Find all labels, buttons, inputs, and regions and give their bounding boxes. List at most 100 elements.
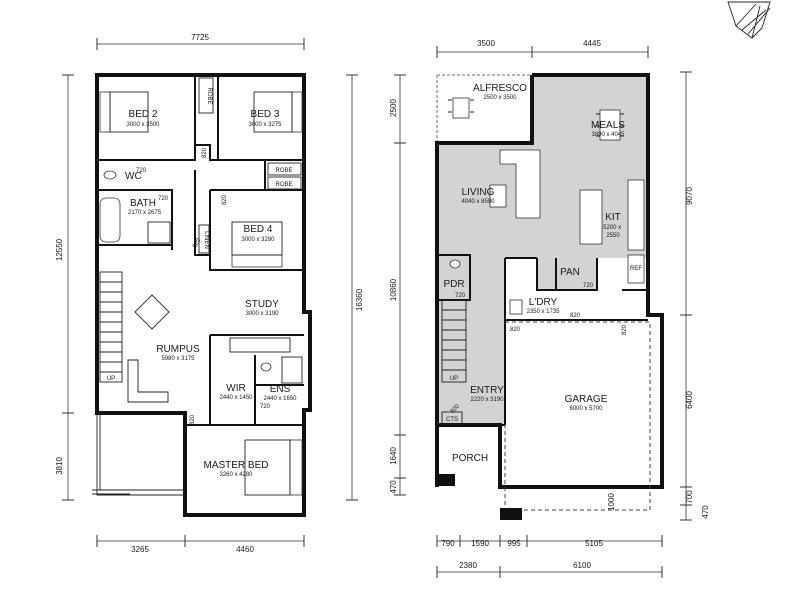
room-bath-size: 2170 x 2675 xyxy=(128,210,162,216)
room-bed3: BED 3 xyxy=(251,109,280,120)
upper-outer-wall xyxy=(95,73,312,517)
rumpus-sofa xyxy=(127,359,169,403)
shower-icon xyxy=(147,221,171,244)
room-pan: PAN xyxy=(560,267,580,278)
linen-cupboard xyxy=(198,224,210,254)
living-sofa xyxy=(499,149,541,219)
room-meals: MEALS xyxy=(591,120,625,131)
dim-upper-left-lower: 3810 xyxy=(55,457,64,475)
room-pdr: PDR xyxy=(443,279,464,290)
alfresco-outline xyxy=(436,74,532,143)
door-tag-820: 820 xyxy=(222,194,228,205)
robe-bed3 xyxy=(267,162,302,176)
dim-upper-right: 16360 xyxy=(355,288,364,311)
room-ldry-size: 2350 x 1735 xyxy=(526,309,560,315)
room-wc: WC xyxy=(125,171,142,182)
dim-lower-right-470: 470 xyxy=(701,505,710,519)
room-wir-size: 2440 x 1450 xyxy=(219,395,253,401)
dim-lower-left-1640: 1640 xyxy=(389,447,398,465)
door-tag-820: 820 xyxy=(192,237,203,249)
room-master-bed: MASTER BED xyxy=(203,460,268,471)
dim-garage-door: 1000 xyxy=(607,493,616,511)
door-tag-820: 820 xyxy=(450,403,462,415)
door-tag-720: 720 xyxy=(136,168,147,174)
room-wir: WIR xyxy=(226,383,245,394)
room-rumpus-size: 5980 x 3175 xyxy=(161,356,195,362)
room-garage: GARAGE xyxy=(565,394,608,405)
kitchen-bench xyxy=(627,179,645,251)
robe-bed4 xyxy=(267,176,302,190)
ensuite-shower-icon xyxy=(281,356,303,384)
room-ens-size: 2440 x 1650 xyxy=(263,396,297,402)
label-linen: LINEN xyxy=(203,231,209,249)
dim-lower-left-top: 2500 xyxy=(389,99,398,117)
dim-lower-left-470: 470 xyxy=(389,480,398,494)
room-bed3-size: 3000 x 3275 xyxy=(248,122,282,128)
lower-floor-plan: 3500 4445 2500 10860 1640 470 9070 6400 xyxy=(389,39,710,578)
room-rumpus: RUMPUS xyxy=(156,344,200,355)
door-tag-820: 820 xyxy=(622,324,628,335)
dim-lower-right-700: 700 xyxy=(685,490,694,504)
lower-interior-walls xyxy=(437,254,648,426)
dim-lower-right-mid: 6400 xyxy=(685,391,694,409)
upper-interior-walls xyxy=(97,75,304,426)
lower-outer-wall xyxy=(435,73,664,489)
bed-4-furniture xyxy=(231,221,283,268)
cts-box xyxy=(441,411,463,425)
ensuite-toilet-icon xyxy=(260,362,272,372)
upper-stairs: UP xyxy=(99,271,123,383)
rumpus-chair xyxy=(134,294,170,330)
room-bath: BATH xyxy=(130,198,156,209)
label-robe: ROBE xyxy=(206,87,212,104)
coffee-table xyxy=(489,184,507,208)
label-ref: REF xyxy=(630,266,642,272)
fridge-space xyxy=(627,254,645,284)
door-tag-820: 820 xyxy=(510,327,521,333)
room-bed4-size: 3000 x 3280 xyxy=(241,237,275,243)
bed-3-furniture xyxy=(253,91,303,133)
lower-left-dimensions: 2500 10860 1640 470 xyxy=(389,74,406,496)
robe-bed2 xyxy=(198,77,214,114)
door-tag-720: 720 xyxy=(260,404,271,410)
living-zone-shading xyxy=(437,75,648,425)
balcony xyxy=(96,413,185,496)
dim-lower-bottom-2380: 2380 xyxy=(459,561,477,570)
lower-right-dimensions: 9070 6400 700 470 xyxy=(680,71,710,521)
label-cts: CTS xyxy=(446,417,458,423)
dim-lower-bottom-5105: 5105 xyxy=(585,539,603,548)
room-ens: ENS xyxy=(270,384,291,395)
room-alfresco-size: 2500 x 3500 xyxy=(483,95,517,101)
room-kit: KIT xyxy=(605,212,621,223)
upper-bottom-dimensions: 3265 4460 xyxy=(96,535,305,554)
room-ldry: L'DRY xyxy=(529,297,558,308)
dim-lower-bottom-790: 790 xyxy=(441,539,455,548)
door-tag-820: 820 xyxy=(202,147,208,158)
study-desk xyxy=(229,337,291,353)
label-up-lower: UP xyxy=(450,376,458,382)
room-kit-size: 5200 x 2550 xyxy=(603,225,623,239)
label-robe-2: ROBE xyxy=(275,168,292,174)
room-garage-size: 6000 x 5700 xyxy=(569,406,603,412)
door-tag-720: 720 xyxy=(455,293,466,299)
room-kit-size-line2: 2550 xyxy=(606,233,620,239)
lower-bottom-dimensions: 790 1590 995 5105 2380 6100 xyxy=(436,535,663,578)
room-study: STUDY xyxy=(245,299,279,310)
upper-left-dimensions: 12550 3810 xyxy=(55,74,74,501)
room-bed2: BED 2 xyxy=(129,109,158,120)
dim-upper-bottom-left: 3265 xyxy=(131,545,149,554)
room-master-bed-size: 3260 x 4280 xyxy=(219,472,253,478)
master-bed-furniture xyxy=(244,439,303,496)
room-study-size: 3000 x 3190 xyxy=(245,311,279,317)
room-porch: PORCH xyxy=(452,453,488,464)
pdr-toilet-icon xyxy=(449,259,461,269)
room-living: LIVING xyxy=(462,187,495,198)
dim-lower-left-mid: 10860 xyxy=(389,278,398,301)
compass-icon xyxy=(727,1,771,39)
label-up: UP xyxy=(107,376,115,382)
dim-lower-top-left: 3500 xyxy=(477,39,495,48)
lower-stairs: UP xyxy=(441,299,467,383)
dim-lower-right-top: 9070 xyxy=(685,187,694,205)
dim-upper-bottom-right: 4460 xyxy=(236,545,254,554)
lower-top-dimensions: 3500 4445 xyxy=(436,39,649,58)
